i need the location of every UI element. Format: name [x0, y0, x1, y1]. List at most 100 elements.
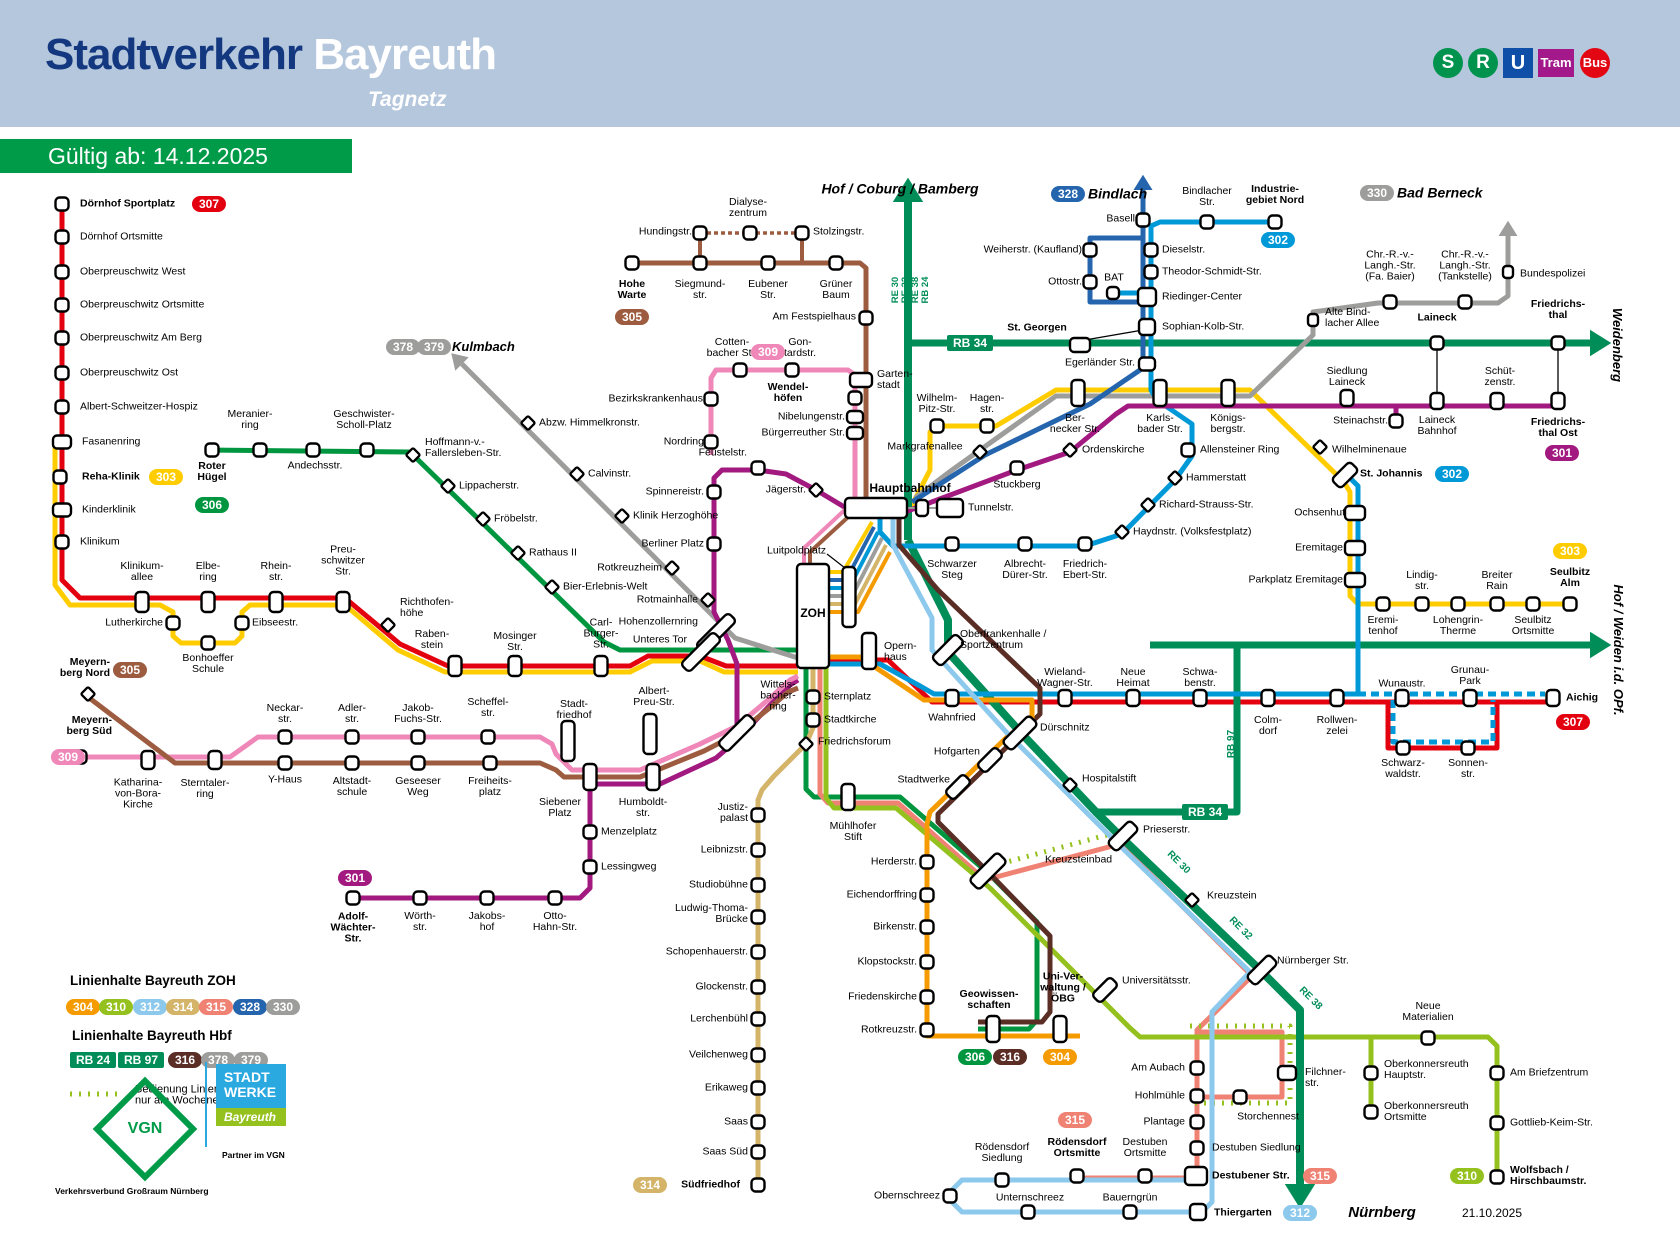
station-label: Ottostr.	[1048, 275, 1082, 288]
station-diamond	[614, 508, 630, 524]
station-label: Hohe Warte	[617, 278, 647, 301]
station-label: Laineck	[1417, 311, 1457, 324]
station-marker	[750, 1080, 766, 1096]
station-label: Rödensdorf Ortsmitte	[1047, 1136, 1107, 1159]
station-marker	[706, 536, 722, 552]
line-badge: 315	[1302, 1168, 1338, 1184]
station-marker	[1489, 1115, 1505, 1131]
station-label: Stadtwerke	[897, 773, 950, 786]
station-label: Grüner Baum	[819, 278, 853, 301]
station-label: Rotmainhalle	[636, 593, 698, 606]
station-label: Rotkreuzheim	[597, 561, 662, 574]
vgn-caption: Verkehrsverbund Großraum Nürnberg	[55, 1186, 209, 1196]
station-marker	[1489, 1169, 1505, 1185]
station-marker	[1363, 1104, 1379, 1120]
station-label: Hundingstr.	[638, 225, 692, 238]
station-label: Feustelstr.	[698, 446, 747, 459]
station-label: Seulbitz Ortsmitte	[1511, 614, 1555, 637]
station-label: Bier-Erlebnis-Welt	[563, 580, 648, 593]
station-label: Andechsstr.	[287, 459, 343, 472]
station-label: Adolf- Wächter- Str.	[330, 910, 376, 945]
logo-divider	[205, 1062, 207, 1147]
station-marker	[969, 852, 1007, 890]
station-label: Südfriedhof	[681, 1178, 740, 1191]
line-badge: 316	[992, 1049, 1028, 1065]
station-label: Eremi- tenhof	[1367, 614, 1399, 637]
station-label: Siebener Platz	[538, 796, 582, 819]
station-label: Lerchenbühl	[690, 1012, 748, 1025]
station-label: Dörnhof Sportplatz	[80, 197, 176, 210]
station-marker	[1550, 335, 1566, 351]
station-marker	[1009, 460, 1025, 476]
line-badge: 309	[750, 344, 786, 360]
route-line	[1385, 702, 1500, 751]
station-label: Alte Bind- lacher Allee	[1325, 306, 1380, 329]
station-marker	[750, 1177, 766, 1193]
station-marker	[750, 877, 766, 893]
station-label: Jägerstr.	[765, 483, 806, 496]
line-badge: 312	[1282, 1205, 1318, 1221]
station-marker	[412, 890, 428, 906]
station-label: Garten- stadt	[877, 368, 913, 391]
title-bold: Stadtverkehr	[45, 30, 303, 79]
station-label: Linienhalte Bayreuth Hbf	[72, 1027, 232, 1043]
station-marker	[1152, 378, 1168, 408]
station-label: Rödensdorf Siedlung	[974, 1141, 1030, 1164]
station-marker	[942, 1188, 958, 1204]
route-line	[904, 403, 1554, 515]
station-label: Lohengrin- Therme	[1432, 614, 1484, 637]
station-label: Hauptbahnhof	[869, 480, 951, 495]
station-marker	[805, 689, 821, 705]
station-label: Unternschreez	[995, 1191, 1065, 1204]
station-marker	[1267, 214, 1283, 230]
station-marker	[1489, 391, 1505, 411]
line-badge: 303	[1552, 543, 1588, 559]
station-marker	[1125, 688, 1141, 708]
station-marker	[1363, 1065, 1379, 1081]
station-marker	[410, 755, 426, 771]
station-diamond	[405, 447, 421, 463]
station-marker	[1069, 1168, 1085, 1184]
station-label: Albrecht- Dürer-Str.	[1002, 558, 1048, 581]
station-marker	[1429, 335, 1445, 351]
station-marker	[703, 391, 719, 407]
station-label: Sophian-Kolb-Str.	[1162, 320, 1245, 333]
station-label: Wilhelm- Pitz-Str.	[916, 392, 958, 415]
page-title: Stadtverkehr Bayreuth	[45, 30, 497, 80]
station-label: Storchennest	[1237, 1110, 1299, 1123]
station-marker	[750, 979, 766, 995]
station-marker	[680, 631, 722, 673]
station-label: Roter Hügel	[197, 460, 227, 483]
station-label: Ludwig-Thoma- Brücke	[675, 902, 748, 925]
station-label: Glockenstr.	[695, 980, 748, 993]
station-marker	[994, 1172, 1010, 1188]
station-marker	[1137, 1168, 1153, 1184]
station-marker	[1457, 294, 1473, 310]
route-line	[830, 551, 892, 614]
route-line	[904, 538, 1304, 1184]
station-marker	[482, 755, 498, 771]
route-line	[711, 467, 848, 740]
station-label: Richard-Strauss-Str.	[1159, 498, 1254, 511]
station-marker	[929, 418, 945, 434]
station-marker	[1107, 820, 1139, 852]
station-label: Reha-Klinik	[82, 470, 140, 483]
station-label: Katharina- von-Bora- Kirche	[113, 776, 163, 811]
station-label: Sterntaler- ring	[180, 777, 230, 800]
validity-banner: Gültig ab: 14.12.2025	[0, 139, 352, 173]
station-label: Wolfsbach / Hirschbaumstr.	[1510, 1164, 1587, 1187]
station-marker	[582, 824, 598, 840]
station-label: Universitätsstr.	[1122, 974, 1191, 987]
station-label: Stadtkirche	[824, 713, 877, 726]
station-marker	[828, 255, 844, 271]
station-marker	[979, 418, 995, 434]
station-marker	[706, 484, 722, 500]
line-badge: 315	[1057, 1112, 1093, 1128]
station-label: Theodor-Schmidt-Str.	[1162, 265, 1262, 278]
station-label: Egerländer Str.	[1064, 356, 1135, 369]
station-marker	[860, 631, 878, 671]
station-marker	[51, 434, 73, 450]
s-bahn-icon: S	[1433, 48, 1463, 78]
station-marker	[624, 255, 640, 271]
station-label: Tunnelstr.	[968, 501, 1014, 514]
